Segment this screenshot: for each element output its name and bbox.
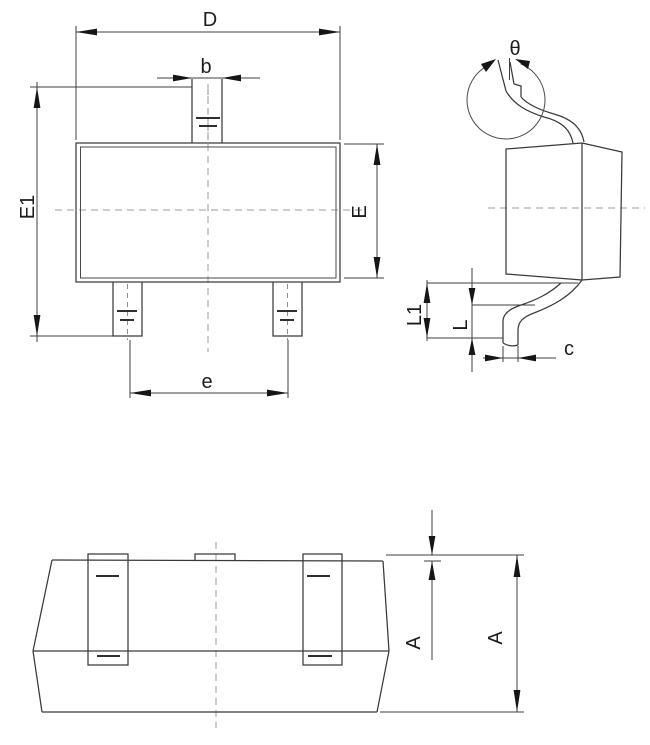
dim-label-b: b [200, 56, 211, 78]
dim-e: e [129, 340, 289, 398]
side-body [505, 142, 623, 281]
dim-c: c [483, 338, 574, 362]
dim-label-D: D [203, 9, 217, 31]
dim-label-theta: θ [509, 38, 520, 60]
dim-label-E: E [349, 205, 371, 218]
dim-L: L [450, 268, 476, 372]
bottom-center-tab [194, 553, 236, 561]
front-view: D b E1 E [17, 9, 384, 398]
dim-label-L: L [450, 319, 472, 330]
dim-label-e: e [201, 371, 212, 393]
bottom-lead-left [87, 553, 129, 666]
dim-A-outer: A [380, 555, 524, 713]
dim-b: b [157, 56, 260, 82]
side-bottom-lead [502, 279, 583, 347]
bottom-view: A A [32, 510, 524, 728]
dim-A-inner: A [386, 510, 524, 660]
bottom-body [32, 559, 390, 713]
bottom-lead-right [302, 553, 343, 666]
dim-D: D [75, 9, 341, 140]
dim-E1: E1 [17, 82, 192, 342]
side-extension-lines [427, 282, 578, 339]
front-centerlines [55, 84, 362, 352]
front-bottom-lead-right [272, 282, 303, 337]
dim-L1: L1 [404, 280, 431, 341]
side-top-lead [497, 59, 585, 144]
dim-label-A-inner: A [403, 636, 425, 650]
dim-label-E1: E1 [17, 195, 39, 219]
front-bottom-lead-left [112, 282, 143, 337]
dim-label-A-outer: A [485, 631, 507, 645]
dim-label-L1: L1 [404, 304, 426, 326]
front-body [75, 142, 341, 283]
dim-theta: θ [466, 38, 546, 140]
dim-E: E [344, 143, 384, 279]
front-top-tab-lead [191, 79, 223, 143]
side-view: θ L1 L [404, 38, 645, 372]
dim-label-c: c [564, 338, 574, 360]
